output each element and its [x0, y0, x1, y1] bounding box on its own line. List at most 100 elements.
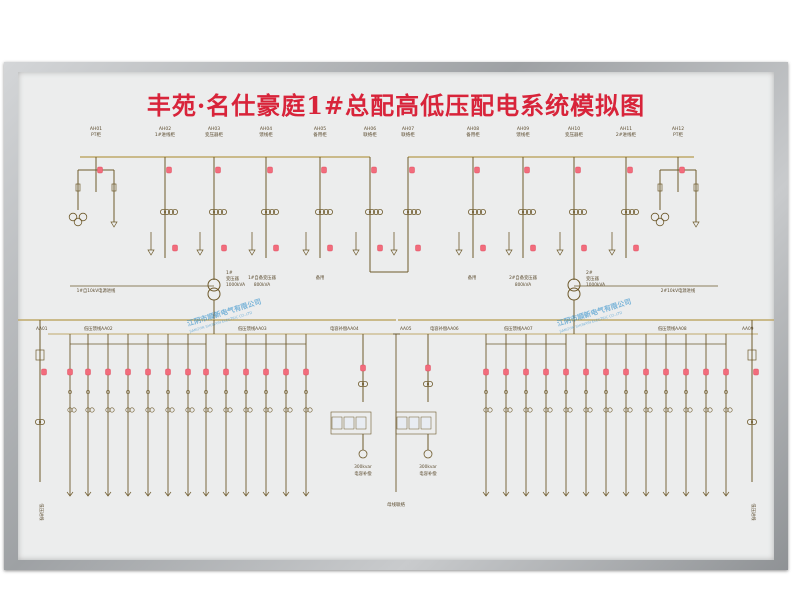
potential-transformer-icon	[650, 212, 660, 222]
hv-lamp-lower	[480, 244, 486, 252]
hv-cabinet-id: AH08	[467, 126, 479, 132]
hv-cabinet-name: 备用柜	[313, 131, 327, 138]
lv-ct-icon	[263, 407, 269, 413]
current-transformer-icon	[376, 208, 383, 215]
lv-ct-icon	[207, 407, 213, 413]
lv-lamp	[203, 368, 209, 376]
arrester-icon	[390, 249, 398, 256]
capacitor-module-icon	[420, 416, 432, 430]
lv-incomer-lamp	[41, 368, 47, 376]
lv-section-label: 低压馈线AA08	[658, 325, 687, 332]
arrester-icon	[352, 249, 360, 256]
current-transformer-icon	[747, 418, 754, 425]
lv-ct-icon	[503, 407, 509, 413]
diagram-labels: AH01PT柜AH021#进线柜AH03变压器柜AH04馈线柜AH05备用柜AH…	[36, 126, 757, 521]
current-transformer-icon	[38, 418, 45, 425]
diagram-wiring	[18, 156, 774, 497]
current-transformer-icon	[318, 208, 325, 215]
lv-ct-icon	[547, 407, 553, 413]
lv-breaker-icon	[504, 390, 508, 394]
lv-ct-icon	[165, 407, 171, 413]
capacitor-bank-label: 300kvar	[419, 464, 437, 470]
lv-breaker-icon	[584, 390, 588, 394]
fuse-icon	[657, 183, 663, 192]
hv-cabinet-id: AH09	[517, 126, 529, 132]
current-transformer-icon	[208, 208, 215, 215]
lv-ct-icon	[149, 407, 155, 413]
lv-breaker-icon	[684, 390, 688, 394]
lv-breaker-icon	[86, 390, 90, 394]
current-transformer-icon	[268, 208, 275, 215]
transformer-capacity: 1000kVA	[226, 282, 245, 288]
feeder-arrow-icon	[302, 491, 310, 497]
lv-breaker-icon	[544, 390, 548, 394]
lv-ct-icon	[169, 407, 175, 413]
lv-lamp	[683, 368, 689, 376]
arrester-icon	[556, 249, 564, 256]
current-transformer-icon	[517, 208, 524, 215]
lv-ct-icon	[507, 407, 513, 413]
feeder-arrow-icon	[542, 491, 550, 497]
lv-lamp	[503, 368, 509, 376]
lv-lamp	[583, 368, 589, 376]
current-transformer-icon	[410, 208, 417, 215]
feeder-arrow-icon	[262, 491, 270, 497]
capacitor-module-icon	[396, 416, 408, 430]
lv-ct-icon	[189, 407, 195, 413]
lv-breaker-icon	[704, 390, 708, 394]
hv-cabinet-name: 联络柜	[363, 131, 377, 138]
current-transformer-icon	[314, 208, 321, 215]
lv-incomer-lamp	[753, 368, 759, 376]
feeder-arrow-icon	[642, 491, 650, 497]
lv-ct-icon	[563, 407, 569, 413]
lv-section-label: 低压馈线AA03	[238, 325, 267, 332]
feeder-arrow-icon	[722, 491, 730, 497]
current-transformer-icon	[216, 208, 223, 215]
lv-lamp	[165, 368, 171, 376]
feeder-arrow-icon	[702, 491, 710, 497]
feeder-arrow-icon	[662, 491, 670, 497]
indicator-lamps	[41, 166, 759, 376]
current-transformer-icon	[272, 208, 279, 215]
feeder-arrow-icon	[66, 491, 74, 497]
feeder-caption: 800kVA	[515, 282, 531, 288]
hv-cabinet-name: PT柜	[673, 131, 683, 138]
lv-ct-icon	[129, 407, 135, 413]
transformer-id: 2#	[586, 270, 593, 276]
current-transformer-icon	[581, 208, 588, 215]
current-transformer-icon	[621, 208, 628, 215]
lv-lamp	[145, 368, 151, 376]
potential-transformer-icon	[655, 217, 665, 227]
feeder-caption: 1#自备变压器	[248, 274, 277, 281]
hv-cabinet-id: AH03	[208, 126, 220, 132]
feeder-arrow-icon	[202, 491, 210, 497]
lv-breaker-icon	[146, 390, 150, 394]
lv-breaker-icon	[224, 390, 228, 394]
current-transformer-icon	[264, 208, 271, 215]
lv-ct-icon	[527, 407, 533, 413]
arrester-icon	[147, 249, 155, 256]
lv-ct-icon	[647, 407, 653, 413]
fuse-icon	[75, 183, 81, 192]
lv-lamp	[223, 368, 229, 376]
lv-ct-icon	[307, 407, 313, 413]
single-line-diagram: AH01PT柜AH021#进线柜AH03变压器柜AH04馈线柜AH05备用柜AH…	[18, 91, 774, 521]
hv-cabinet-name: 2#进线柜	[616, 131, 637, 138]
feeder-arrow-icon	[502, 491, 510, 497]
capacitor-note: 电容补偿	[354, 470, 372, 477]
current-transformer-icon	[163, 208, 170, 215]
lv-section-label: 低压馈线AA07	[504, 325, 533, 332]
lv-ct-icon	[67, 407, 73, 413]
arrester-icon	[196, 249, 204, 256]
hv-cabinet-name: PT柜	[91, 131, 101, 138]
incoming-line-label: 1#自10kV电源进线	[77, 287, 116, 294]
feeder-caption: 备用	[468, 274, 477, 281]
hv-cabinet-name: 馈线柜	[259, 131, 273, 138]
current-transformer-icon	[326, 208, 333, 215]
lv-ct-icon	[587, 407, 593, 413]
lv-lamp	[243, 368, 249, 376]
transformer-capacity: 1000kVA	[586, 282, 605, 288]
feeder-arrow-icon	[562, 491, 570, 497]
lv-lamp	[603, 368, 609, 376]
